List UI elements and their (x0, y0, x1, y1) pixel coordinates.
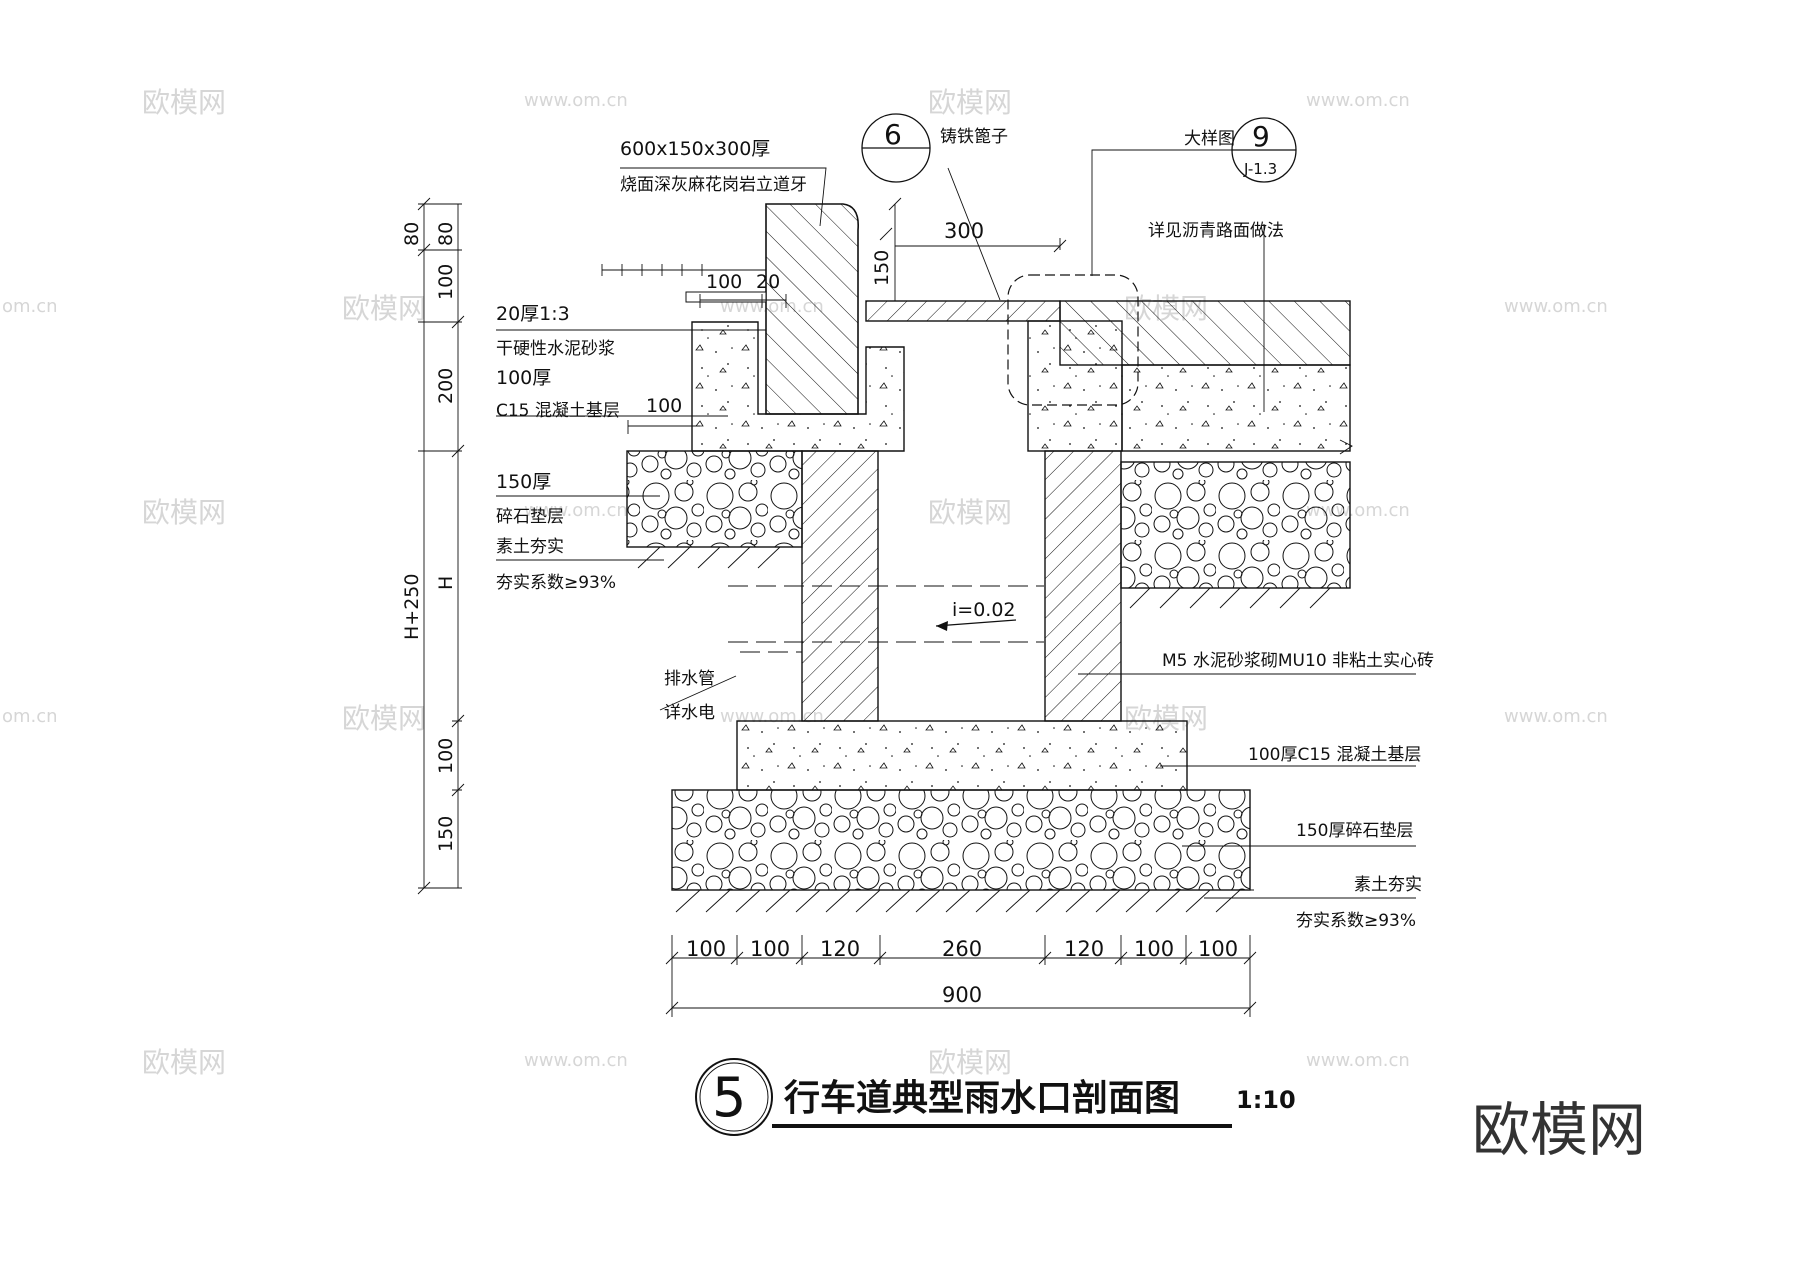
left-gravel-layer (626, 450, 803, 548)
left-concrete-base (691, 321, 905, 452)
base-soil-label-2: 夯实系数≥93% (1296, 911, 1416, 931)
left-soil-hatch (627, 546, 802, 569)
detail-tag: 9 J-1.3 (1231, 117, 1297, 183)
right-soil-hatch (1121, 587, 1350, 609)
soil-label-1: 素土夯实 (496, 537, 564, 557)
watermark-edge: om.cn (2, 296, 58, 317)
left-pavement-surface (601, 264, 767, 303)
slope-arrow (935, 619, 1017, 627)
dim-bottom-260: 260 (942, 937, 982, 961)
watermark-site: www.om.cn (524, 90, 628, 111)
dim-bottom-100a: 100 (686, 937, 726, 961)
grate-label: 铸铁篦子 (940, 127, 1008, 147)
dim-top-100b: 100 (646, 395, 682, 417)
drawing-title: 5 行车道典型雨水口剖面图 1:10 (695, 1058, 1296, 1136)
watermark-brand: 欧模网 (342, 292, 426, 325)
brick-label: M5 水泥砂浆砌MU10 非粘土实心砖 (1162, 651, 1434, 671)
slope-label: i=0.02 (952, 599, 1016, 621)
curb-size-label: 600x150x300厚 (620, 138, 770, 160)
granite-curb (765, 203, 860, 415)
dim-bottom-100d: 100 (1198, 937, 1238, 961)
watermark-brand: 欧模网 (342, 702, 426, 735)
dim-left-100: 100 (435, 264, 457, 300)
dimension-lines (417, 197, 1257, 1017)
gravel-label-2: 碎石垫层 (496, 507, 564, 527)
right-gravel-layer (1120, 461, 1351, 589)
detail-label: 大样图 (1184, 129, 1235, 149)
watermark-site: www.om.cn (524, 500, 628, 521)
mortar-label-1: 20厚1:3 (496, 303, 570, 325)
watermark-site: www.om.cn (1306, 90, 1410, 111)
watermark-brand: 欧模网 (142, 86, 226, 119)
dim-bottom-100b: 100 (750, 937, 790, 961)
watermark-site: www.om.cn (1504, 296, 1608, 317)
base-concrete-label: 100厚C15 混凝土基层 (1248, 745, 1421, 765)
dim-top-150: 150 (871, 250, 893, 286)
watermark-site: www.om.cn (1504, 706, 1608, 727)
grate-tag: 6 (861, 113, 931, 183)
dim-left-150: 150 (435, 816, 457, 852)
dim-top-100: 100 (706, 271, 742, 293)
dim-left-80a: 80 (401, 222, 423, 246)
base-gravel-layer (671, 789, 1251, 891)
right-concrete-layer (1121, 364, 1351, 452)
dim-top-20: 20 (756, 271, 780, 293)
pipe-label-2: 详水电 (664, 703, 715, 723)
gravel-label-1: 150厚 (496, 471, 551, 493)
annotation-labels: 600x150x300厚 烧面深灰麻花岗岩立道牙 6 铸铁篦子 大样图 9 J-… (496, 113, 1434, 931)
right-asphalt-layer (1059, 300, 1351, 366)
right-brick-wall (1044, 450, 1122, 722)
dim-left-100b: 100 (435, 738, 457, 774)
watermark-brand: 欧模网 (928, 1046, 1012, 1079)
dim-top-300: 300 (944, 219, 984, 243)
concrete-label-2: C15 混凝土基层 (496, 401, 620, 421)
watermark-brand: 欧模网 (928, 86, 1012, 119)
drain-pipe (728, 585, 1044, 653)
dim-bottom-100c: 100 (1134, 937, 1174, 961)
dim-total-900: 900 (942, 983, 982, 1007)
dim-bottom-120b: 120 (1064, 937, 1104, 961)
pipe-label-1: 排水管 (664, 669, 715, 689)
watermark-brand: 欧模网 (928, 496, 1012, 529)
watermark-site: www.om.cn (524, 1050, 628, 1071)
watermark-brand: 欧模网 (142, 496, 226, 529)
title-number: 5 (712, 1066, 746, 1129)
dim-bottom-120a: 120 (820, 937, 860, 961)
section-geometry (601, 203, 1353, 913)
corner-logo: 欧模网 (1472, 1096, 1646, 1164)
leader-lines (496, 149, 1416, 899)
detail-tag-number: 9 (1252, 120, 1270, 153)
base-soil-hatch (672, 889, 1254, 913)
concrete-label-1: 100厚 (496, 367, 551, 389)
watermark-edge: om.cn (2, 706, 58, 727)
watermark-site: www.om.cn (1306, 1050, 1410, 1071)
watermark-brand: 欧模网 (142, 1046, 226, 1079)
base-concrete-layer (736, 720, 1188, 791)
title-text: 行车道典型雨水口剖面图 (784, 1078, 1180, 1119)
dim-left-h: H (435, 576, 457, 590)
asphalt-ref-label: 详见沥青路面做法 (1148, 221, 1284, 241)
cast-iron-grate (865, 300, 1061, 322)
title-scale: 1:10 (1236, 1086, 1296, 1114)
dim-left-80b: 80 (435, 222, 457, 246)
dim-left-200: 200 (435, 368, 457, 404)
base-soil-label-1: 素土夯实 (1354, 875, 1422, 895)
soil-label-2: 夯实系数≥93% (496, 573, 616, 593)
dim-left-h250: H+250 (401, 574, 423, 640)
curb-desc-label: 烧面深灰麻花岗岩立道牙 (620, 175, 807, 195)
dimension-text: 80 80 100 200 H+250 H 100 150 300 150 10… (401, 219, 1238, 1007)
base-gravel-label: 150厚碎石垫层 (1296, 821, 1413, 841)
detail-tag-ref: J-1.3 (1243, 160, 1277, 178)
mortar-label-2: 干硬性水泥砂浆 (496, 339, 615, 359)
grate-tag-number: 6 (884, 118, 902, 151)
